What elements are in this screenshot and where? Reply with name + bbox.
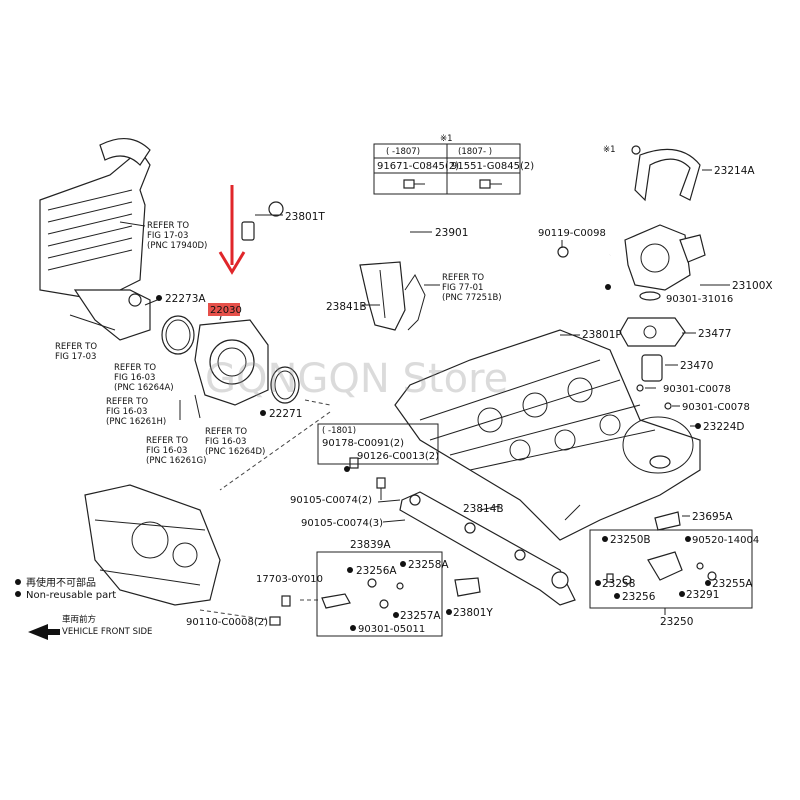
part-label: 23901 xyxy=(435,227,468,239)
part-label: 23258 xyxy=(602,578,635,590)
ref-label: REFER TO xyxy=(114,363,156,373)
bolt-table-value: 91671-C0845(2) xyxy=(377,161,459,172)
throttle-body-drawing xyxy=(161,315,300,420)
part-label: 23839A xyxy=(350,539,391,551)
part-label: 90178-C0091(2) xyxy=(322,438,404,449)
ref-label: (PNC 16264D) xyxy=(205,447,265,457)
ref-label: REFER TO xyxy=(106,397,148,407)
ref-label: REFER TO xyxy=(147,221,189,231)
part-label: 23814B xyxy=(463,503,504,515)
part-label: 23250 xyxy=(660,616,693,628)
hose-drawing xyxy=(241,201,412,263)
front-side-en: VEHICLE FRONT SIDE xyxy=(62,627,152,637)
fuel-pump-drawing xyxy=(624,224,706,301)
part-label: 23801P xyxy=(582,329,622,341)
cylinder-head-drawing xyxy=(394,329,701,541)
range-label: ( -1801) xyxy=(322,426,356,436)
part-label: 23477 xyxy=(698,328,731,340)
bolt-drawing xyxy=(557,246,569,258)
part-label: 23255A xyxy=(712,578,753,590)
part-label: 22273A xyxy=(165,293,206,305)
bracket-drawing xyxy=(359,261,426,331)
fuel-rail-drawing xyxy=(399,491,576,606)
part-number-highlight xyxy=(208,303,240,316)
part-label: 23801T xyxy=(285,211,325,223)
bolt-table-header: ( -1807) xyxy=(386,147,420,157)
part-label: 23801Y xyxy=(453,607,493,619)
part-label: 90301-05011 xyxy=(358,624,425,635)
ref-label: REFER TO xyxy=(442,273,484,283)
red-arrow xyxy=(218,185,246,275)
small-bolts-drawing xyxy=(269,457,717,626)
ref-label: FIG 17-03 xyxy=(55,352,96,362)
box-23250 xyxy=(589,529,753,609)
part-label: 90105-C0074(2) xyxy=(290,495,372,506)
part-label: 22271 xyxy=(269,408,302,420)
part-label: 23258A xyxy=(408,559,449,571)
part-label: 23256 xyxy=(622,591,656,603)
ref-label: (PNC 77251B) xyxy=(442,293,502,303)
part-label: 23257A xyxy=(400,610,441,622)
legend-cn: 再使用不可部品 xyxy=(26,576,96,589)
ref-label: FIG 16-03 xyxy=(146,446,187,456)
ref-label: FIG 77-01 xyxy=(442,283,483,293)
part-label: 90110-C0008(2) xyxy=(186,617,268,628)
part-label: 90301-C0078 xyxy=(682,402,750,413)
part-label: 90301-C0078 xyxy=(663,384,731,395)
ref-label: FIG 16-03 xyxy=(114,373,155,383)
watermark: GQNGQN Store xyxy=(205,356,508,402)
part-label: 90301-31016 xyxy=(666,294,733,305)
ref-label: REFER TO xyxy=(205,427,247,437)
note-mark: ※1 xyxy=(440,134,453,144)
part-label: 23841B xyxy=(326,301,367,313)
part-label: 90105-C0074(3) xyxy=(301,518,383,529)
bolt-table xyxy=(373,143,521,195)
ref-label: REFER TO xyxy=(55,342,97,352)
ref-label: FIG 16-03 xyxy=(205,437,246,447)
bolt-table-value: 91551-G0845(2) xyxy=(451,161,534,172)
part-label: 23214A xyxy=(714,165,755,177)
box-23839a xyxy=(316,551,443,637)
part-label: 23695A xyxy=(692,511,733,523)
part-label: 23224D xyxy=(703,421,745,433)
ref-label: REFER TO xyxy=(146,436,188,446)
part-label: 23470 xyxy=(680,360,713,372)
ref-label: (PNC 16264A) xyxy=(114,383,174,393)
part-label: 23291 xyxy=(686,589,719,601)
box-range-1801 xyxy=(317,423,439,465)
front-arrow-icon xyxy=(28,624,60,640)
part-label: 23100X xyxy=(732,280,773,292)
front-side-cn: 車両前方 xyxy=(62,614,96,625)
part-label: 17703-0Y010 xyxy=(256,574,323,585)
ref-label: FIG 17-03 xyxy=(147,231,188,241)
legend-en: Non-reusable part xyxy=(26,590,116,601)
bolt-table-header: (1807- ) xyxy=(458,147,492,157)
part-label: 23256A xyxy=(356,565,397,577)
part-label: 23250B xyxy=(610,534,651,546)
intake-manifold-drawing xyxy=(84,484,221,606)
leader-lines xyxy=(119,169,730,615)
intercooler-drawing xyxy=(39,138,151,341)
ref-label: FIG 16-03 xyxy=(106,407,147,417)
part-22030-label: 22030 xyxy=(210,305,242,316)
pump-bracket-drawing xyxy=(631,145,701,202)
part-label: 90126-C0013(2) xyxy=(357,451,439,462)
callout-labels: REFER TO FIG 17-03 (PNC 17940D) 22273A R… xyxy=(26,134,773,637)
ref-label: (PNC 16261H) xyxy=(106,417,166,427)
pump-lifter-drawing xyxy=(619,317,686,410)
part-label: 90520-14004 xyxy=(692,535,759,546)
non-reusable-markers xyxy=(15,284,711,631)
part-label: 90119-C0098 xyxy=(538,228,606,239)
note-mark: ※1 xyxy=(603,145,616,155)
ref-label: (PNC 16261G) xyxy=(146,456,206,466)
ref-label: (PNC 17940D) xyxy=(147,241,207,251)
